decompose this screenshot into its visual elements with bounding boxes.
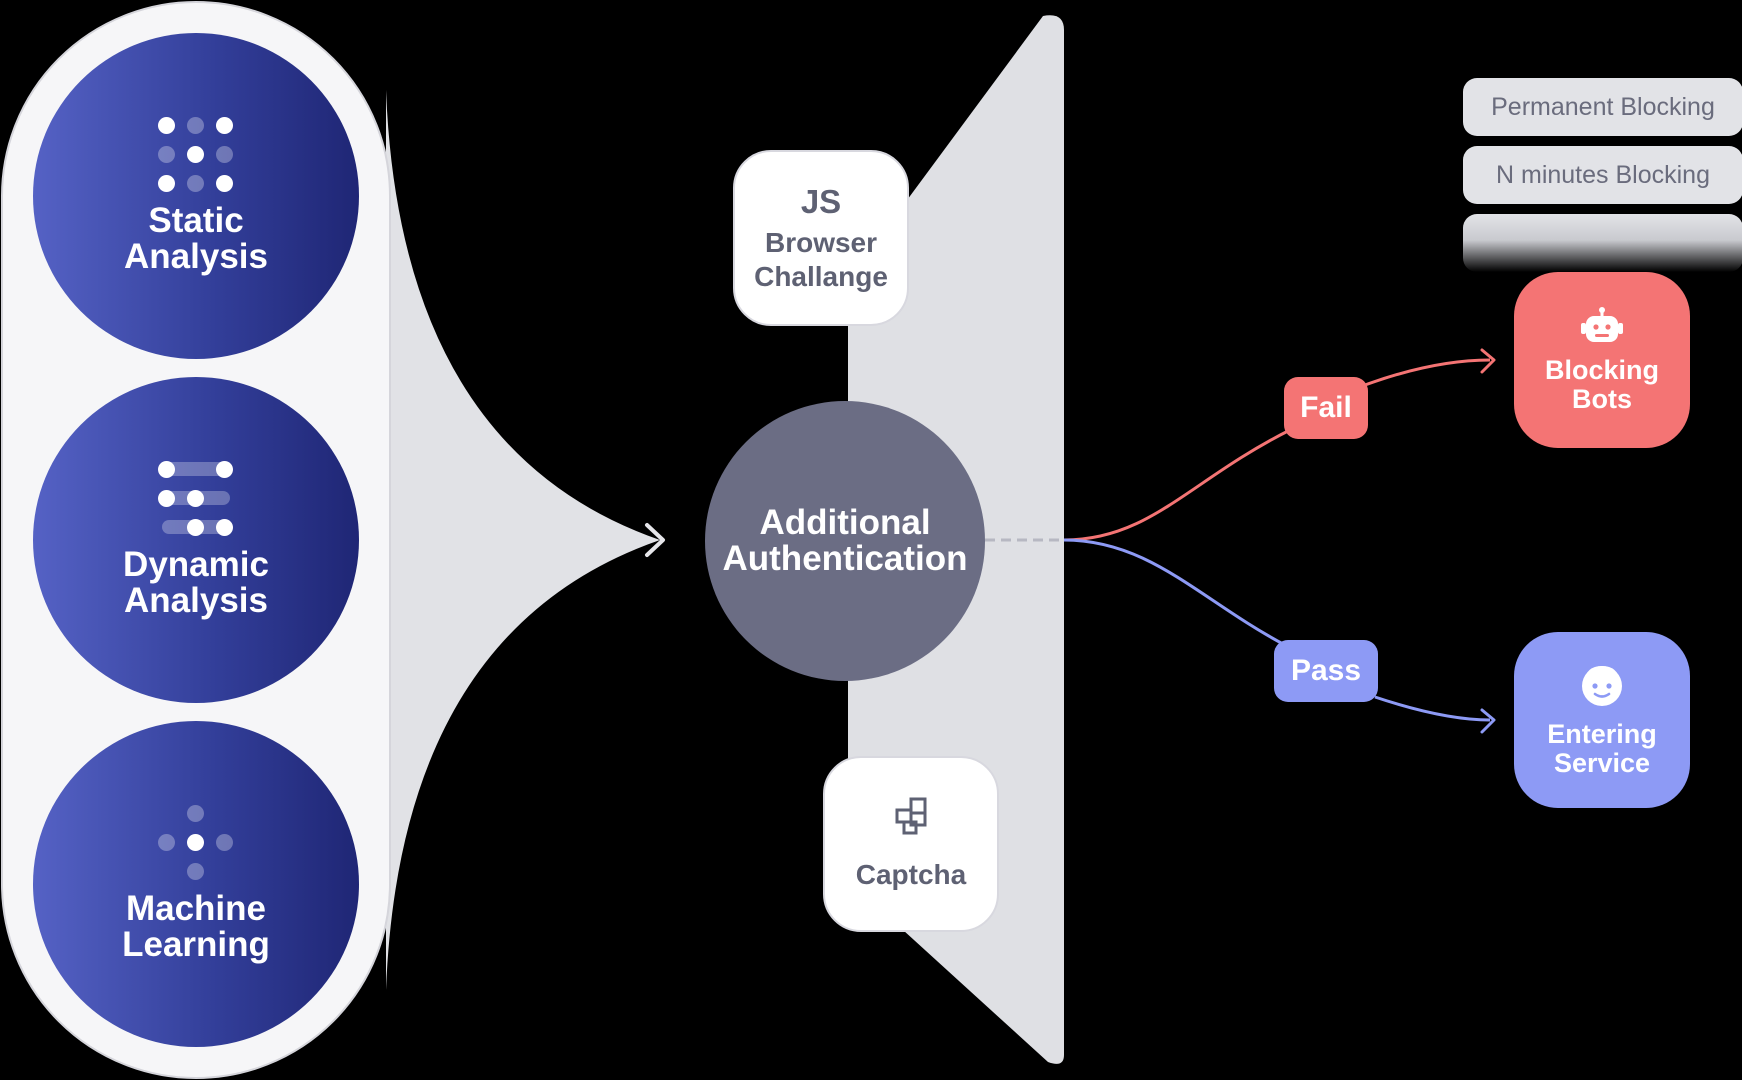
cross-dots-icon: [158, 805, 234, 881]
input-arrow-icon: [645, 523, 665, 557]
pass-path: [1063, 538, 1491, 722]
blocking-bots-label: Blocking Bots: [1544, 355, 1659, 414]
fail-path: [1063, 358, 1491, 542]
blocking-option-permanent: Permanent Blocking: [1463, 78, 1742, 136]
machine-learning-label: Machine Learning: [122, 889, 270, 964]
js-title: JS: [800, 183, 842, 220]
pass-arrow-icon: [1480, 708, 1496, 734]
puzzle-blocks-icon: [895, 797, 927, 835]
captcha-label: Captcha: [855, 859, 967, 890]
js-subtitle: Browser Challange: [754, 227, 888, 292]
entering-service-label: Entering Service: [1547, 719, 1657, 778]
robot-icon: [1581, 307, 1623, 342]
js-challenge-card: JS Browser Challange: [733, 150, 909, 326]
progress-dots-icon: [158, 461, 234, 537]
user-face-icon: [1582, 666, 1622, 706]
funnel-shape: [386, 90, 660, 990]
additional-authentication-label: Additional Authentication: [722, 503, 968, 578]
blocking-option-n-minutes: N minutes Blocking: [1463, 146, 1742, 204]
dynamic-analysis-label: Dynamic Analysis: [123, 545, 269, 620]
fail-tag: Fail: [1284, 377, 1368, 439]
machine-learning-node: Machine Learning: [33, 721, 359, 1047]
static-analysis-node: Static Analysis: [33, 33, 359, 359]
fail-arrow-icon: [1480, 348, 1496, 374]
pass-tag: Pass: [1274, 640, 1378, 702]
captcha-card: Captcha: [823, 756, 999, 932]
static-analysis-label: Static Analysis: [124, 201, 268, 276]
grid-dots-icon: [158, 117, 234, 193]
blocking-bots-node: Blocking Bots: [1514, 272, 1690, 448]
blocking-option-faded: [1463, 214, 1742, 272]
additional-authentication-node: Additional Authentication: [705, 401, 985, 681]
entering-service-node: Entering Service: [1514, 632, 1690, 808]
dynamic-analysis-node: Dynamic Analysis: [33, 377, 359, 703]
